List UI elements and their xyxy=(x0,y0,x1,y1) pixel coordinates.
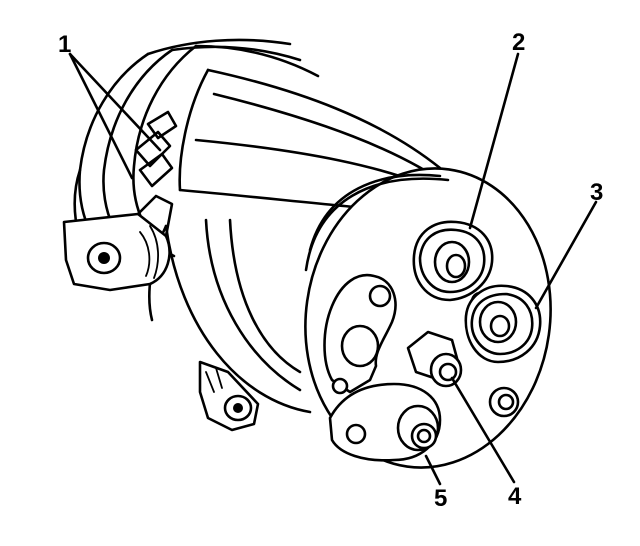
mounting-ear-rear xyxy=(198,360,260,432)
port-right xyxy=(464,284,542,364)
port-plate-lower xyxy=(328,382,442,462)
port-upper xyxy=(412,220,494,302)
bolt-right xyxy=(488,386,520,418)
callout-4: 4 xyxy=(508,483,522,510)
leader-lines xyxy=(68,52,598,486)
mounting-ear-front xyxy=(62,194,174,292)
callout-5: 5 xyxy=(434,485,447,512)
callout-3: 3 xyxy=(590,179,603,206)
port-plate-left xyxy=(323,273,397,395)
callout-1: 1 xyxy=(58,31,71,58)
clutch-slots xyxy=(134,110,178,188)
callout-2: 2 xyxy=(512,29,525,56)
